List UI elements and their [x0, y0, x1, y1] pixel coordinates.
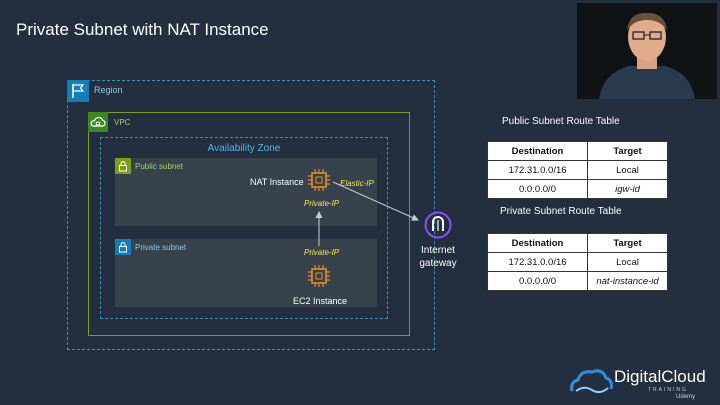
- udemy-watermark: Udemy: [676, 394, 696, 400]
- destination-cell: 172.31.0.0/16: [487, 252, 588, 272]
- vpc-container: [88, 112, 410, 336]
- ec2-instance-label: EC2 Instance: [293, 296, 348, 306]
- target-cell: Local: [587, 252, 668, 272]
- target-header: Target: [587, 141, 668, 161]
- private-route-table: Destination Target 172.31.0.0/16 Local 0…: [487, 233, 668, 291]
- internet-gateway-label-line1: Internet: [421, 245, 455, 256]
- logo-text: DigitalCloud: [614, 367, 706, 386]
- table-row: 0.0.0.0/0 nat-instance-id: [487, 271, 668, 291]
- private-route-table-title: Private Subnet Route Table: [500, 206, 622, 217]
- target-cell: nat-instance-id: [587, 271, 668, 291]
- table-row: 172.31.0.0/16 Local: [487, 160, 668, 180]
- public-subnet-label: Public subnet: [135, 162, 184, 171]
- table-row: 172.31.0.0/16 Local: [487, 252, 668, 272]
- digitalcloud-logo: [566, 364, 716, 400]
- lock-icon: [115, 239, 131, 255]
- ec2-chip-icon: [307, 264, 331, 288]
- nat-private-ip-label: Private-IP: [304, 199, 340, 208]
- vpc-label: VPC: [114, 118, 131, 127]
- destination-cell: 172.31.0.0/16: [487, 160, 588, 180]
- target-cell: igw-id: [587, 179, 668, 199]
- public-route-table-title: Public Subnet Route Table: [502, 116, 620, 127]
- target-cell: Local: [587, 160, 668, 180]
- availability-zone-label: Availability Zone: [207, 143, 281, 154]
- destination-cell: 0.0.0.0/0: [487, 179, 588, 199]
- private-subnet-label: Private subnet: [135, 243, 187, 252]
- lock-icon: [115, 158, 131, 174]
- ec2-private-ip-label: Private-IP: [304, 248, 340, 257]
- public-route-table: Destination Target 172.31.0.0/16 Local 0…: [487, 141, 668, 199]
- internet-gateway-label: Internet gateway: [410, 244, 466, 270]
- elastic-ip-label: Elastic-IP: [340, 179, 374, 188]
- internet-gateway-icon: [424, 211, 452, 239]
- destination-header: Destination: [487, 233, 588, 253]
- slide-title: Private Subnet with NAT Instance: [16, 20, 269, 39]
- region-flag-icon: [67, 80, 89, 102]
- internet-gateway-label-line2: gateway: [419, 258, 457, 269]
- destination-cell: 0.0.0.0/0: [487, 271, 588, 291]
- ec2-chip-icon: [307, 168, 331, 192]
- destination-header: Destination: [487, 141, 588, 161]
- availability-zone-container: [100, 137, 388, 319]
- nat-instance-label: NAT Instance: [250, 177, 304, 187]
- table-row: 0.0.0.0/0 igw-id: [487, 179, 668, 199]
- logo-subtext: TRAINING: [648, 387, 688, 393]
- region-container: [67, 80, 435, 350]
- vpc-cloud-icon: [88, 112, 108, 132]
- presenter-webcam-video: [577, 3, 717, 99]
- target-header: Target: [587, 233, 668, 253]
- region-label: Region: [94, 85, 123, 95]
- private-subnet: [115, 239, 377, 307]
